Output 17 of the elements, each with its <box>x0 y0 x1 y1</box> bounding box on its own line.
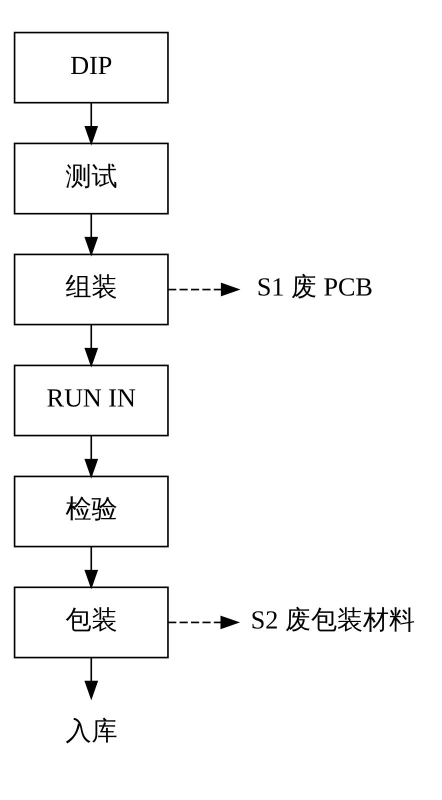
arrow <box>84 324 98 367</box>
node-box: RUN IN <box>14 364 169 436</box>
arrow <box>84 213 98 256</box>
arrow <box>168 282 240 296</box>
node-box: 测试 <box>14 142 169 214</box>
arrow <box>84 657 98 700</box>
node-box: DIP <box>14 31 169 103</box>
node-text: S2 废包装材料 <box>250 605 415 634</box>
node-box: 组装 <box>14 253 169 325</box>
arrow <box>168 615 240 629</box>
arrow <box>84 546 98 589</box>
arrow <box>84 102 98 146</box>
node-text: 入库 <box>65 716 118 746</box>
arrow <box>84 435 98 478</box>
node-box: 检验 <box>14 475 169 547</box>
node-box: 包装 <box>14 586 169 658</box>
node-text: S1 废 PCB <box>256 272 373 302</box>
